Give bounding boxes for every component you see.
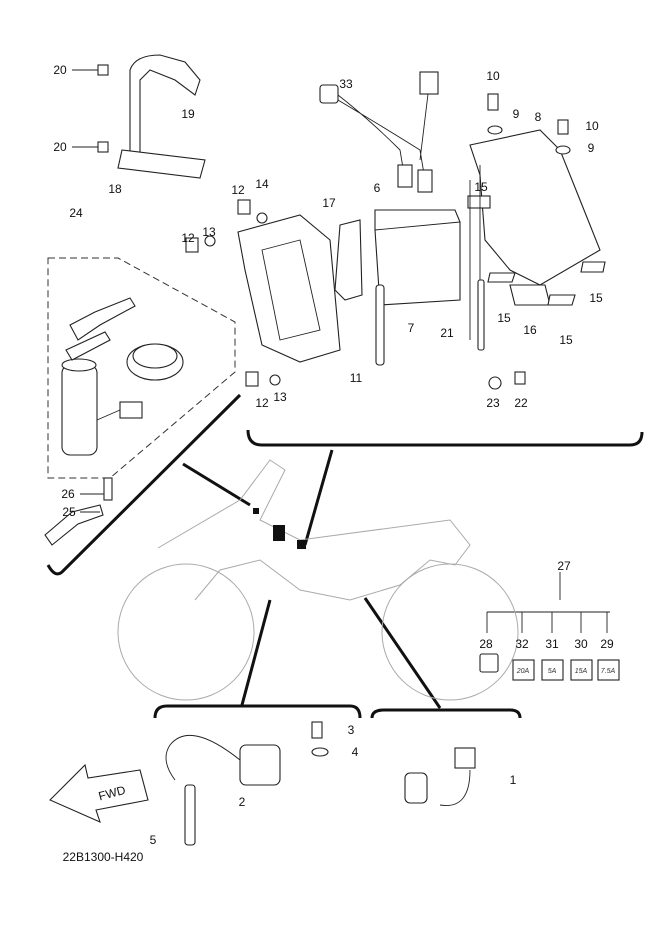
callout: 20 — [53, 63, 67, 77]
callout: 33 — [339, 77, 353, 91]
callout: 12 — [181, 231, 195, 245]
callout: 15 — [589, 291, 603, 305]
callout: 18 — [108, 182, 122, 196]
fuse-rating: 7.5A — [601, 668, 616, 675]
fuse-rating: 5A — [548, 668, 557, 675]
ignition-coil — [165, 721, 329, 846]
callout: 13 — [202, 225, 216, 239]
callout: 30 — [574, 637, 588, 651]
callout: 32 — [515, 637, 529, 651]
relay-and-fuses: 20A 5A 15A 7.5A — [479, 653, 620, 681]
callout: 16 — [523, 323, 537, 337]
callout: 2 — [239, 795, 246, 809]
callout: 26 — [61, 487, 75, 501]
group-bracket-bottom-left — [153, 704, 362, 719]
callout: 12 — [255, 396, 269, 410]
callout-labels: 20 19 20 18 24 12 14 12 13 17 6 33 10 9 … — [53, 63, 614, 847]
battery-cover — [237, 214, 341, 363]
fuse-rating: 20A — [516, 668, 530, 675]
leader-lines — [182, 449, 442, 709]
callout: 10 — [585, 119, 599, 133]
callout: 5 — [150, 833, 157, 847]
callout: 4 — [352, 745, 359, 759]
callout: 7 — [408, 321, 415, 335]
callout: 20 — [53, 140, 67, 154]
fasteners — [185, 93, 571, 390]
callout: 9 — [588, 141, 595, 155]
fuse-tree — [486, 572, 610, 633]
callout: 6 — [374, 181, 381, 195]
group-bracket-bottom-right — [370, 708, 522, 719]
fuse-rating: 15A — [575, 668, 588, 675]
fwd-label: FWD — [97, 783, 127, 804]
callout: 11 — [350, 371, 363, 385]
wire-harness — [319, 71, 439, 193]
callout: 8 — [535, 110, 542, 124]
callout: 15 — [559, 333, 573, 347]
main-switch-and-keys — [44, 297, 184, 546]
stay-bracket — [72, 54, 206, 179]
callout: 25 — [62, 505, 76, 519]
callout: 13 — [273, 390, 287, 404]
callout: 22 — [514, 396, 528, 410]
diagram-code: 22B1300-H420 — [63, 850, 144, 864]
callout: 17 — [322, 196, 336, 210]
callout: 29 — [600, 637, 614, 651]
callout: 24 — [69, 206, 83, 220]
callout: 15 — [497, 311, 511, 325]
battery — [374, 209, 461, 306]
callout: 15 — [474, 180, 488, 194]
group-bracket-top — [246, 429, 644, 447]
key-set-outline — [47, 257, 236, 479]
callout: 9 — [513, 107, 520, 121]
battery-case — [467, 129, 606, 340]
motorcycle-outline — [117, 459, 519, 701]
callout: 14 — [255, 177, 269, 191]
callout: 31 — [545, 637, 559, 651]
callout: 12 — [231, 183, 245, 197]
fwd-arrow — [49, 763, 149, 824]
callout: 21 — [440, 326, 454, 340]
sensor — [404, 747, 476, 806]
callout: 27 — [557, 559, 571, 573]
callout: 10 — [486, 69, 500, 83]
callout: 28 — [479, 637, 493, 651]
callout: 19 — [181, 107, 195, 121]
callout: 23 — [486, 396, 500, 410]
battery-band — [334, 219, 385, 366]
callout: 3 — [348, 723, 355, 737]
group-bracket-left — [46, 393, 242, 576]
callout: 1 — [510, 773, 517, 787]
